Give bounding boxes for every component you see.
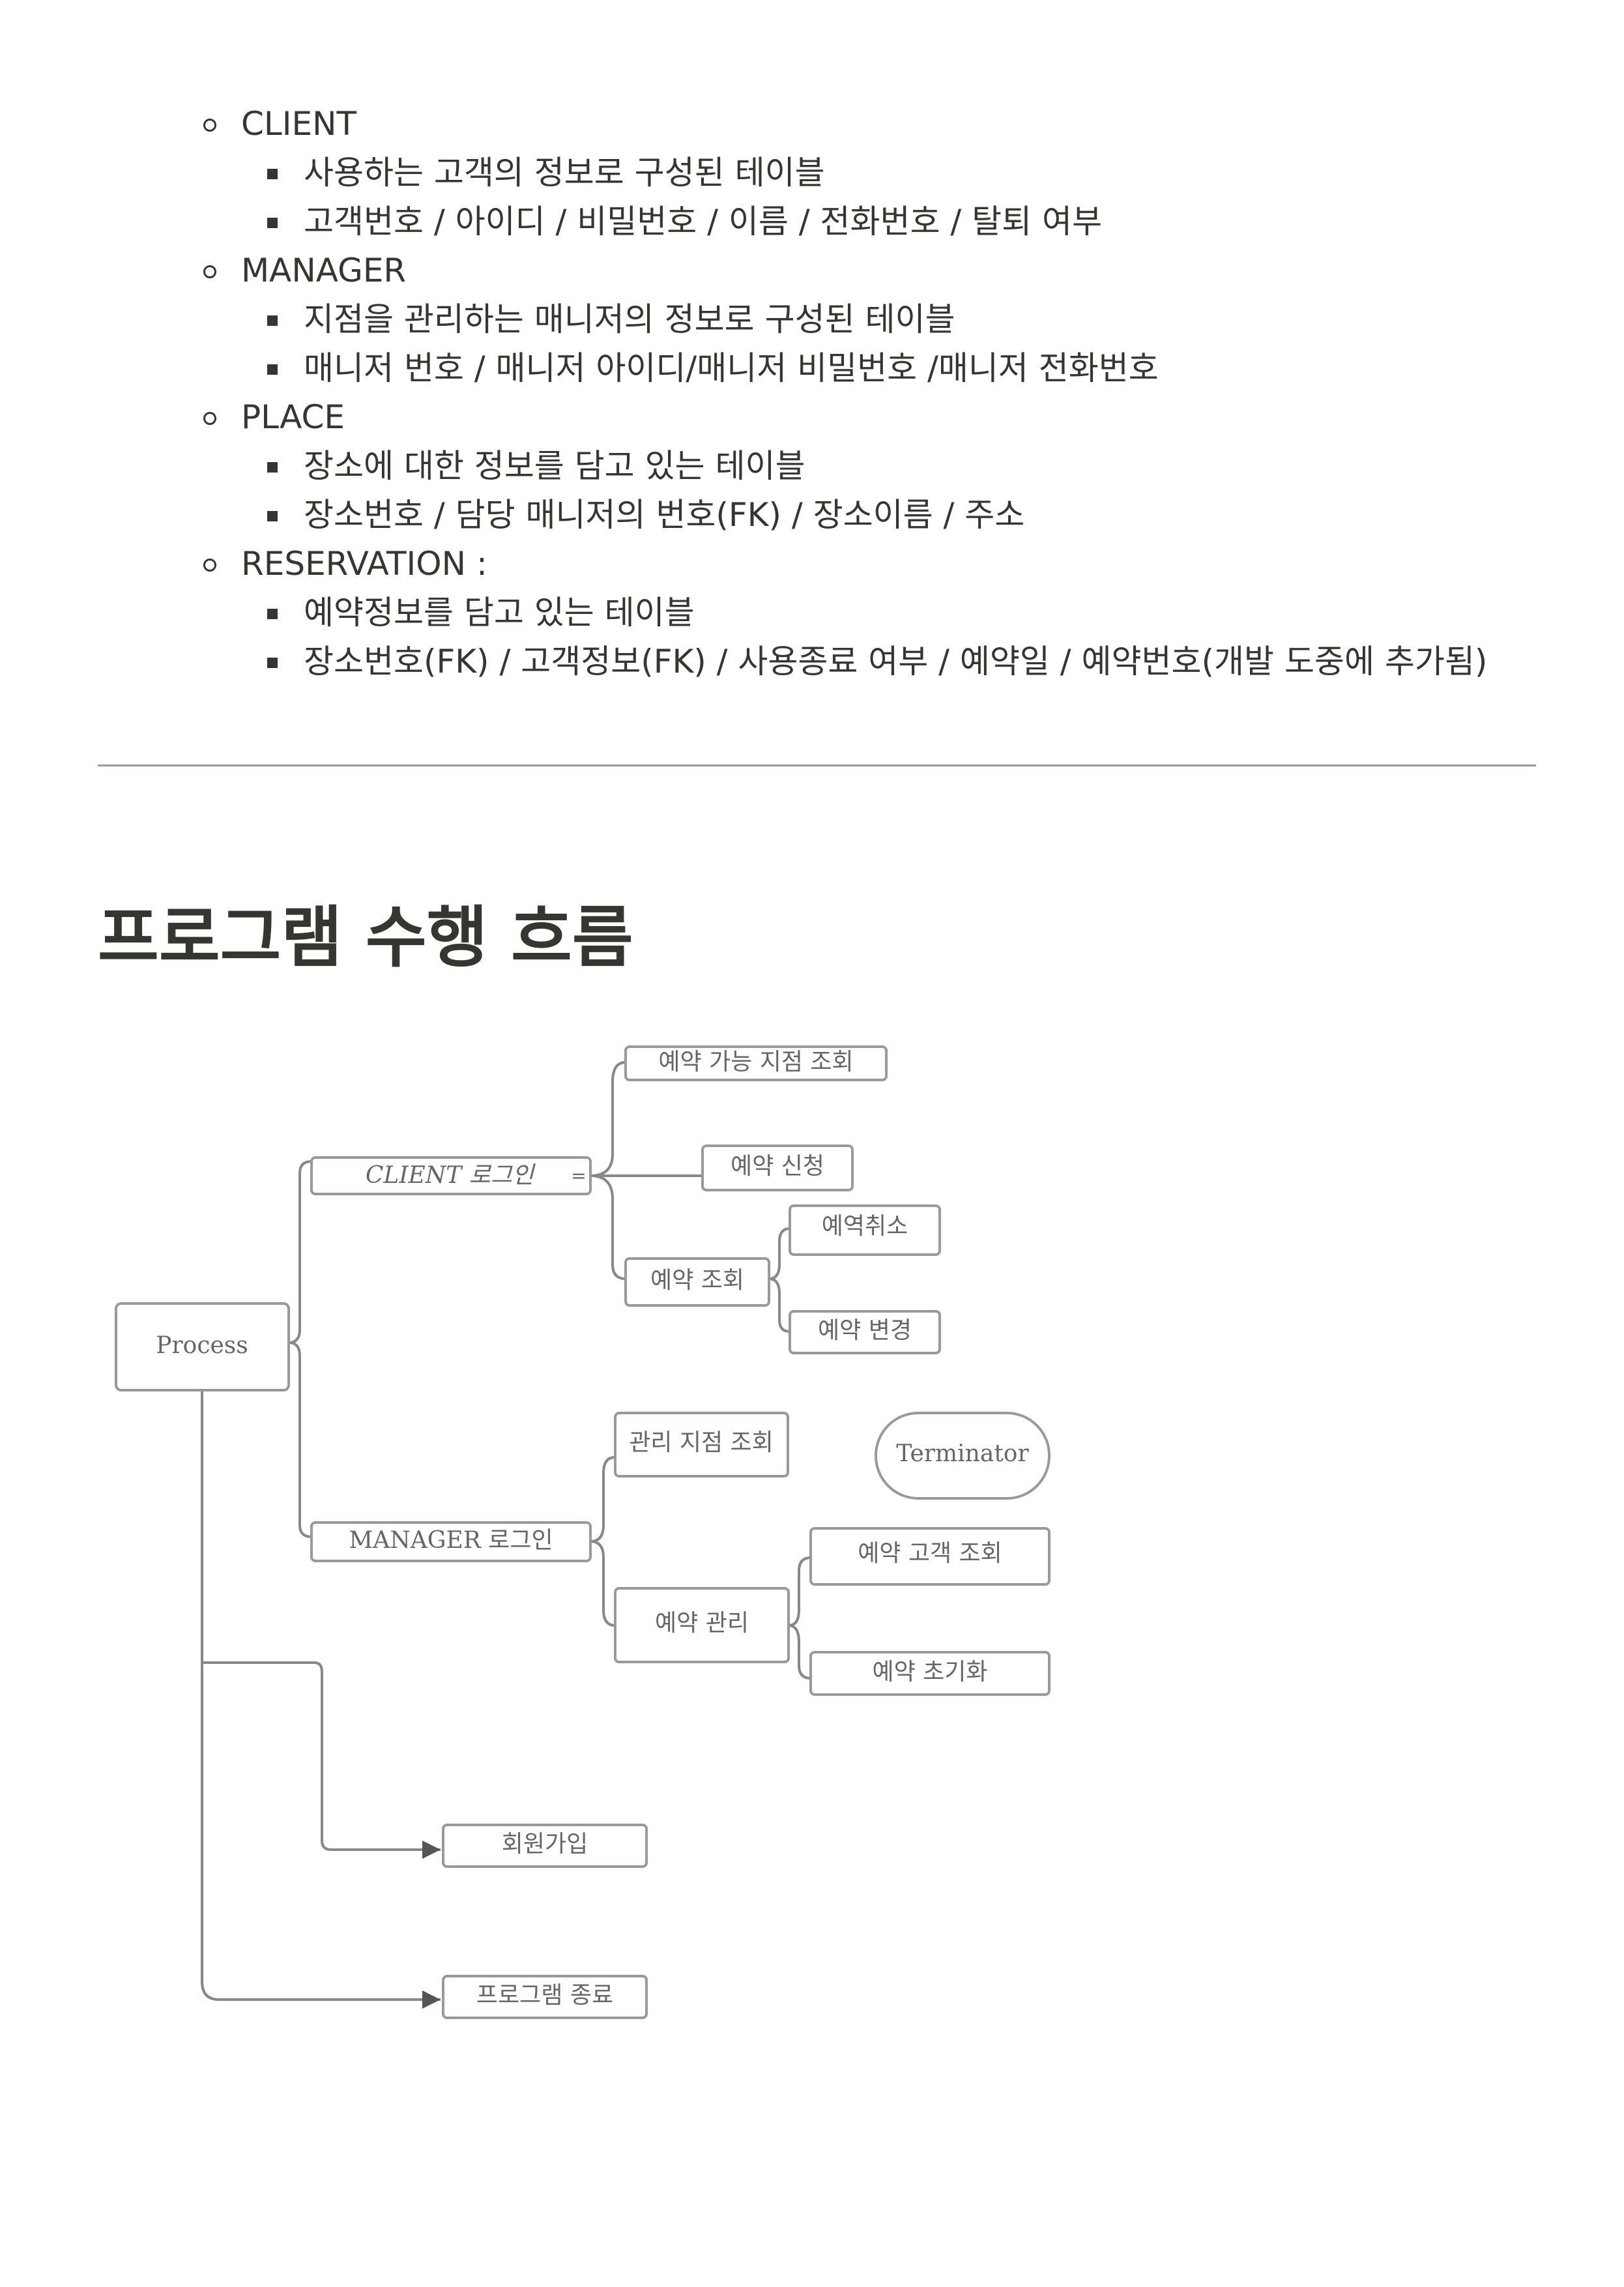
connector-line xyxy=(288,1160,312,1344)
table-name: PLACE xyxy=(241,398,345,436)
manage-reservation-node xyxy=(614,1587,790,1663)
bullet-circle-icon xyxy=(203,412,216,425)
connector-line xyxy=(590,1061,626,1177)
bullet-circle-icon xyxy=(203,559,216,572)
table-description: 사용하는 고객의 정보로 구성된 테이블 xyxy=(304,154,825,192)
bullet-square-icon xyxy=(267,462,278,473)
table-columns: 장소번호(FK) / 고객정보(FK) / 사용종료 여부 / 예약일 / 예약… xyxy=(304,643,1488,680)
connector-line xyxy=(590,1174,626,1280)
client-login-mark: = xyxy=(571,1165,586,1187)
bullet-square-icon xyxy=(267,169,278,179)
view-reservation-node xyxy=(624,1257,770,1307)
search-place-node xyxy=(624,1045,888,1081)
manager-login-node xyxy=(310,1521,592,1562)
connector-lines xyxy=(201,1061,811,2009)
customer-view-node xyxy=(809,1527,1051,1586)
arrow-connector xyxy=(201,1390,441,2009)
connector-line xyxy=(590,1540,616,1627)
manager-login-label: MANAGER 로그인 xyxy=(349,1527,553,1554)
signup-label: 회원가입 xyxy=(502,1831,588,1857)
connector-line xyxy=(788,1556,811,1627)
bullet-square-icon xyxy=(267,364,278,375)
list-item-manager: MANAGER xyxy=(196,246,1564,295)
bullet-circle-icon xyxy=(203,119,216,132)
bullet-square-icon xyxy=(267,609,278,619)
bullet-square-icon xyxy=(267,218,278,228)
change-reservation-node xyxy=(789,1310,941,1354)
process-node xyxy=(115,1302,290,1391)
apply-reservation-node xyxy=(701,1144,854,1191)
horizontal-divider xyxy=(98,765,1536,766)
manager-place-node xyxy=(614,1412,789,1478)
bullet-circle-icon xyxy=(203,265,216,278)
list-item-reservation: RESERVATION : xyxy=(196,539,1564,589)
client-login-node xyxy=(310,1156,592,1195)
signup-node xyxy=(442,1824,648,1868)
connector-line xyxy=(768,1277,790,1333)
list-item-client: CLIENT xyxy=(196,99,1564,149)
apply-reservation-label: 예약 신청 xyxy=(731,1153,824,1180)
table-name: MANAGER xyxy=(241,252,407,289)
bullet-square-icon xyxy=(267,315,278,326)
connector-line xyxy=(288,1341,312,1538)
cancel-reservation-label: 예역취소 xyxy=(822,1213,908,1240)
process-label: Process xyxy=(156,1332,248,1359)
exit-node xyxy=(442,1975,648,2019)
search-place-label: 예약 가능 지점 조회 xyxy=(658,1049,853,1075)
table-name: CLIENT xyxy=(241,105,357,143)
terminator-label: Terminator xyxy=(896,1440,1029,1467)
bullet-square-icon xyxy=(267,511,278,521)
manage-reservation-label: 예약 관리 xyxy=(655,1610,749,1637)
change-reservation-label: 예약 변경 xyxy=(818,1317,912,1344)
connector-line xyxy=(788,1624,811,1680)
reset-reservation-node xyxy=(809,1651,1051,1696)
table-columns: 장소번호 / 담당 매니저의 번호(FK) / 장소이름 / 주소 xyxy=(304,496,1025,534)
section-heading: 프로그램 수행 흐름 xyxy=(98,899,633,977)
exit-label: 프로그램 종료 xyxy=(476,1982,613,2009)
arrow-connector xyxy=(202,1661,441,1859)
terminator-node xyxy=(875,1412,1051,1500)
connector-line xyxy=(590,1456,616,1543)
manager-place-label: 관리 지점 조회 xyxy=(629,1429,774,1456)
client-login-label: CLIENT 로그인 xyxy=(366,1162,536,1189)
table-columns: 매니저 번호 / 매니저 아이디/매니저 비밀번호 /매니저 전화번호 xyxy=(304,349,1159,387)
table-description: 지점을 관리하는 매니저의 정보로 구성된 테이블 xyxy=(304,300,955,338)
customer-view-label: 예약 고객 조회 xyxy=(858,1540,1002,1567)
table-description: 장소에 대한 정보를 담고 있는 테이블 xyxy=(304,447,805,485)
table-description: 예약정보를 담고 있는 테이블 xyxy=(304,594,695,632)
reset-reservation-label: 예약 초기화 xyxy=(872,1659,987,1685)
table-columns: 고객번호 / 아이디 / 비밀번호 / 이름 / 전화번호 / 탈퇴 여부 xyxy=(304,203,1103,240)
bullet-square-icon xyxy=(267,658,278,668)
cancel-reservation-node xyxy=(789,1204,941,1256)
table-name: RESERVATION : xyxy=(241,545,487,583)
view-reservation-label: 예약 조회 xyxy=(650,1267,744,1294)
list-item-place: PLACE xyxy=(196,392,1564,442)
connector-line xyxy=(768,1227,790,1280)
